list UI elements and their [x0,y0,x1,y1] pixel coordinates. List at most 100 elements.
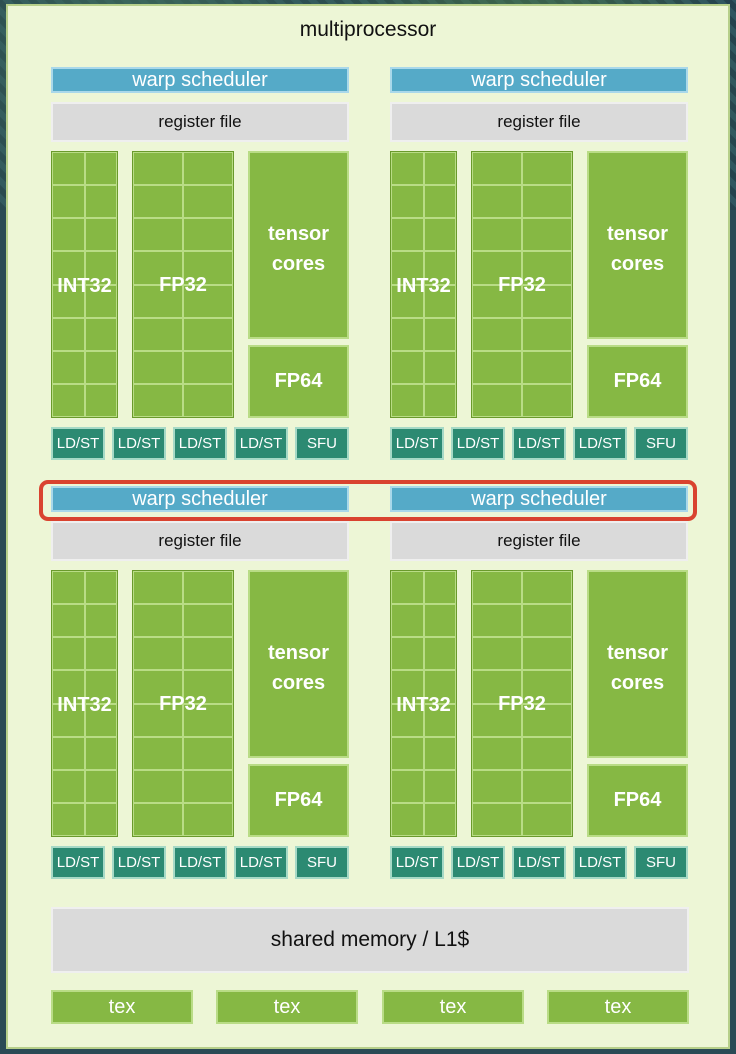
tensor-cores-label: tensor cores [606,223,669,275]
int32-units [390,570,457,837]
sfu-unit-label: SFU [307,854,337,871]
ldst-unit: LD/ST [112,427,166,460]
int32-units-cell [52,251,85,285]
fp32-units-cell [522,637,572,671]
fp32-units-cell [522,570,572,605]
int32-units-cell [391,637,424,671]
fp32-units-cell [133,317,183,351]
tex-label: tex [604,996,632,1018]
ldst-unit: LD/ST [451,427,505,460]
register-file-label: register file [158,531,242,550]
int32-units-cell [423,383,456,418]
fp32-units-cell [133,151,183,186]
fp32-units [471,151,573,418]
fp32-units-cell [133,703,183,737]
fp32-units-cell [472,284,522,318]
fp32-units-cell [472,604,522,638]
int32-units-cell [423,736,456,770]
int32-units-cell [84,383,117,418]
ldst-unit: LD/ST [234,427,288,460]
fp32-units-cell [472,802,522,837]
int32-units-cell [52,185,85,219]
ldst-unit-label: LD/ST [117,435,161,452]
fp32-units-cell [133,383,183,418]
int32-units-cell [84,769,117,803]
warp-scheduler-label: warp scheduler [471,69,607,91]
fp32-units-cell [472,317,522,351]
fp32-units-cell [522,284,572,318]
tex-label: tex [273,996,301,1018]
fp32-units-cell [472,151,522,186]
int32-units-cell [423,151,456,186]
int32-units-cell [52,637,85,671]
int32-units-cell [52,604,85,638]
fp32-units-cell [183,604,233,638]
fp32-units-cell [472,185,522,219]
int32-units-cell [52,736,85,770]
fp32-units-cell [522,604,572,638]
int32-units-cell [84,703,117,737]
fp64-unit-label: FP64 [274,370,323,392]
fp32-units-cell [472,703,522,737]
ldst-unit: LD/ST [173,427,227,460]
sfu-unit: SFU [295,427,349,460]
fp32-units-cell [183,670,233,704]
tex-unit: tex [382,990,524,1024]
fp32-units-cell [183,350,233,384]
fp32-units-cell [183,802,233,837]
int32-units-cell [391,769,424,803]
fp32-units-cell [522,218,572,252]
int32-units-cell [391,317,424,351]
int32-units-cell [423,251,456,285]
ldst-unit-label: LD/ST [578,435,622,452]
int32-units [390,151,457,418]
register-file: register file [51,102,349,142]
fp32-units-cell [472,350,522,384]
int32-units-cell [391,383,424,418]
fp32-units-cell [472,251,522,285]
ldst-unit-label: LD/ST [395,435,439,452]
int32-units-cell [391,802,424,837]
int32-units-cell [423,802,456,837]
int32-units-cell [391,151,424,186]
int32-units-cell [423,670,456,704]
fp32-units-cell [183,218,233,252]
sfu-unit-label: SFU [646,854,676,871]
fp32-units-cell [472,736,522,770]
tex-label: tex [439,996,467,1018]
int32-units-cell [84,670,117,704]
ldst-unit: LD/ST [234,846,288,879]
int32-units-cell [423,703,456,737]
int32-units [51,570,118,837]
int32-units-cell [52,151,85,186]
register-file-label: register file [497,531,581,550]
int32-units-cell [391,350,424,384]
fp32-units-cell [133,251,183,285]
ldst-unit-label: LD/ST [456,435,500,452]
fp32-units-cell [522,703,572,737]
fp32-units-cell [133,570,183,605]
fp32-units-cell [133,802,183,837]
ldst-unit-label: LD/ST [517,854,561,871]
tex-label: tex [108,996,136,1018]
fp64-unit-label: FP64 [613,789,662,811]
int32-units-cell [84,185,117,219]
fp32-units-cell [133,769,183,803]
int32-units-cell [52,350,85,384]
tensor-cores-label: tensor cores [267,223,330,275]
fp32-units-cell [472,769,522,803]
int32-units-cell [52,317,85,351]
fp64-unit: FP64 [248,764,349,837]
ldst-unit: LD/ST [451,846,505,879]
int32-units-cell [391,185,424,219]
int32-units-cell [84,802,117,837]
fp32-units-cell [522,251,572,285]
warp-scheduler-label: warp scheduler [132,69,268,91]
int32-units-cell [423,284,456,318]
fp32-units-cell [133,185,183,219]
fp32-units-cell [522,802,572,837]
ldst-unit: LD/ST [573,427,627,460]
fp32-units-cell [522,185,572,219]
int32-units-cell [423,317,456,351]
shared-memory-block: shared memory / L1$ [51,907,689,973]
